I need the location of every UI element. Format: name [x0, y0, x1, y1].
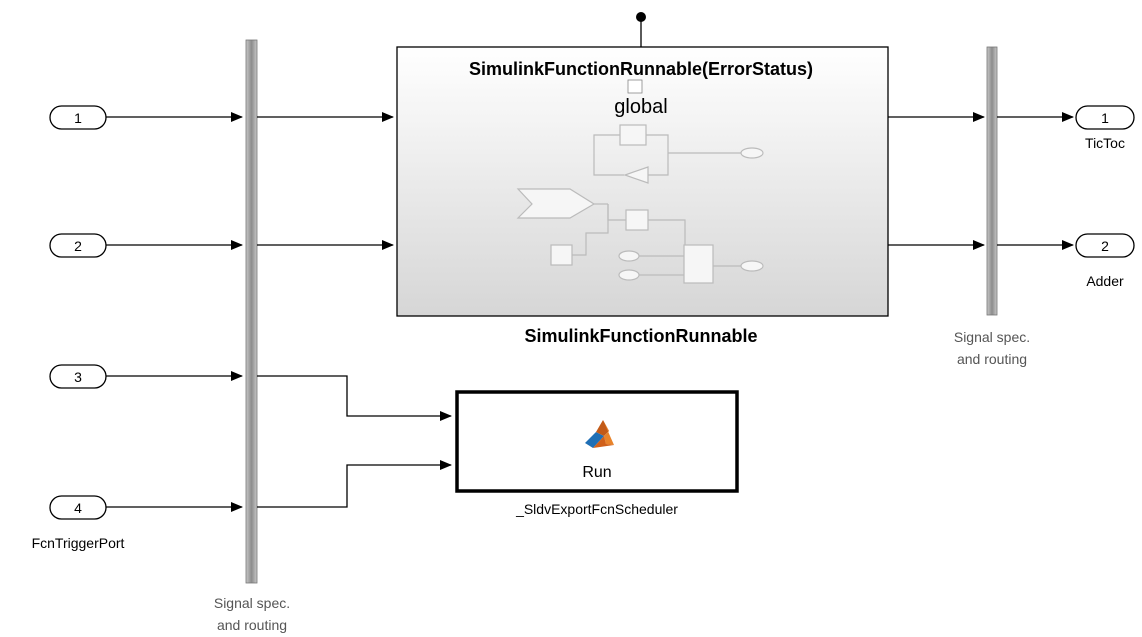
outport-2-number: 2 [1101, 238, 1109, 254]
outport-2[interactable]: 2 [1075, 233, 1135, 258]
inport-4[interactable]: 4 [49, 495, 107, 520]
signal-spec-routing-bus-left[interactable] [245, 39, 258, 584]
bus-right-caption-line2: and routing [957, 351, 1027, 367]
outport-1-label: TicToc [1085, 135, 1125, 151]
trigger-port-dot [636, 12, 646, 22]
inport-1-number: 1 [74, 110, 82, 126]
bus-left-caption-line1: Signal spec. [214, 595, 290, 611]
scheduler-name: _SldvExportFcnScheduler [515, 501, 678, 517]
inport-4-number: 4 [74, 500, 82, 516]
signal-spec-routing-bus-right[interactable] [986, 46, 998, 316]
inport-3-number: 3 [74, 369, 82, 385]
sldv-export-fcn-scheduler-block[interactable]: Run [455, 390, 739, 493]
inport-4-label: FcnTriggerPort [32, 535, 125, 551]
signal-line[interactable] [257, 460, 452, 508]
small-port-icon [627, 79, 643, 94]
subsystem-scope: global [614, 96, 667, 118]
inport-2[interactable]: 2 [49, 233, 107, 258]
signal-line[interactable] [257, 375, 452, 421]
inport-1[interactable]: 1 [49, 105, 107, 130]
subsystem-title: SimulinkFunctionRunnable(ErrorStatus) [469, 59, 813, 79]
subsystem-name: SimulinkFunctionRunnable [525, 326, 758, 346]
bus-left-caption-line2: and routing [217, 617, 287, 633]
subsystem-internal-preview-icon [516, 124, 764, 284]
outport-1[interactable]: 1 [1075, 105, 1135, 130]
outport-2-label: Adder [1086, 273, 1124, 289]
inport-3[interactable]: 3 [49, 364, 107, 389]
inport-2-number: 2 [74, 238, 82, 254]
bus-right-caption-line1: Signal spec. [954, 329, 1030, 345]
simulink-function-runnable-block[interactable]: SimulinkFunctionRunnable(ErrorStatus) gl… [396, 12, 889, 317]
outport-1-number: 1 [1101, 110, 1109, 126]
matlab-logo-icon [585, 420, 614, 448]
scheduler-run-label: Run [582, 464, 611, 481]
